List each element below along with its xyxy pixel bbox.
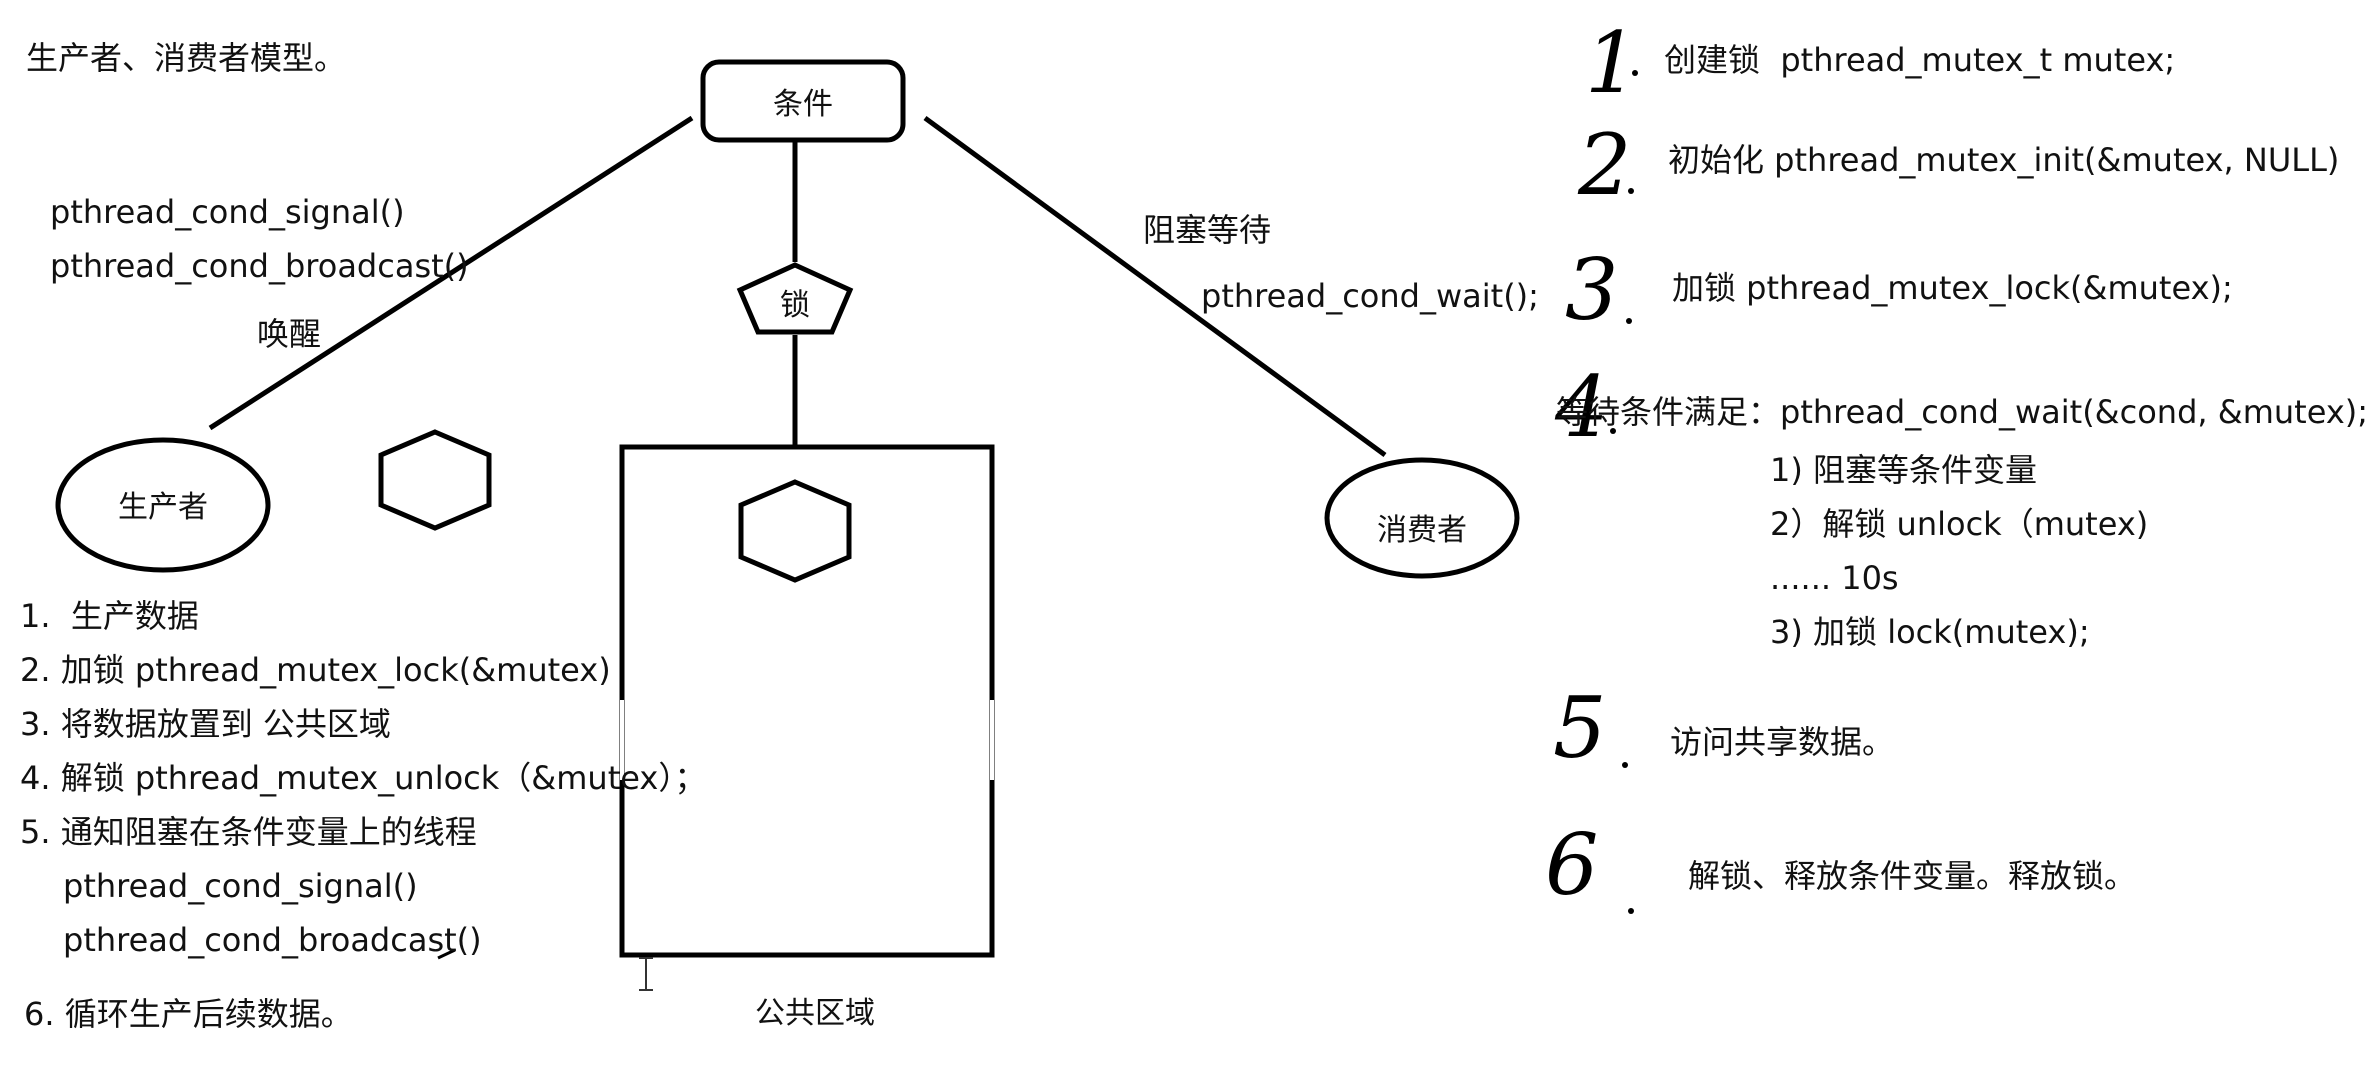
data-hexagon-producer [378,429,492,531]
consumer-step-6-number: 6 [1545,816,1599,914]
consumer-step-1-text: 创建锁 pthread_mutex_t mutex; [1664,41,2176,79]
line-condition-consumer [923,115,1387,458]
wait-substep-1: 1) 阻塞等条件变量 [1770,451,2038,489]
signal-func-2: pthread_cond_broadcast() [50,247,469,285]
wait-substep-4: 3) 加锁 lock(mutex); [1770,613,2090,651]
consumer-step-4-text: 等待条件满足：pthread_cond_wait(&cond, &mutex); [1556,393,2369,431]
condition-label: 条件 [773,87,833,122]
producer-step-6: 6. 循环生产后续数据。 [24,995,353,1033]
consumer-step-1-number: 1 [1585,14,1639,112]
block-wait-label: 阻塞等待 [1143,211,1272,249]
consumer-step-2-text: 初始化 pthread_mutex_init(&mutex, NULL) [1668,141,2340,179]
lock-label: 锁 [780,288,810,323]
producer-node [55,437,271,573]
text-cursor-icon [639,957,653,991]
consumer-step-5-number: 5 [1553,679,1607,777]
producer-step-1: 1. 生产数据 [20,597,199,635]
data-hexagon-shared [738,479,852,583]
producer-label: 生产者 [118,490,208,525]
public-area-label: 公共区域 [755,996,875,1031]
wait-func-label: pthread_cond_wait(); [1201,277,1539,315]
wake-label: 唤醒 [257,315,322,353]
producer-step-5-signal: pthread_cond_signal() [63,867,418,905]
consumer-node [1324,457,1520,579]
consumer-step-6-text: 解锁、释放条件变量。释放锁。 [1688,857,2137,895]
producer-step-5: 5. 通知阻塞在条件变量上的线程 [20,813,477,851]
producer-step-3: 3. 将数据放置到 公共区域 [20,705,391,743]
consumer-step-3-number: 3 [1565,241,1619,339]
producer-step-2: 2. 加锁 pthread_mutex_lock(&mutex) [20,651,611,689]
lock-pentagon [736,262,854,335]
page-title: 生产者、消费者模型。 [26,39,347,77]
wait-substep-3: ...... 10s [1770,559,1899,597]
wait-substep-2: 2）解锁 unlock（mutex) [1770,505,2149,543]
consumer-step-4-number: 4 [1555,358,1609,456]
condition-box [700,59,906,143]
consumer-step-2-number: 2 [1578,116,1632,214]
consumer-step-5-text: 访问共享数据。 [1670,723,1895,761]
scribble-mark [437,948,456,960]
line-condition-producer [208,115,694,431]
signal-func-1: pthread_cond_signal() [50,193,405,231]
producer-step-5-broadcast: pthread_cond_broadcast() [63,921,482,959]
consumer-label: 消费者 [1377,513,1467,548]
producer-step-4: 4. 解锁 pthread_mutex_unlock（&mutex）； [20,759,707,797]
consumer-step-3-text: 加锁 pthread_mutex_lock(&mutex); [1672,269,2233,307]
